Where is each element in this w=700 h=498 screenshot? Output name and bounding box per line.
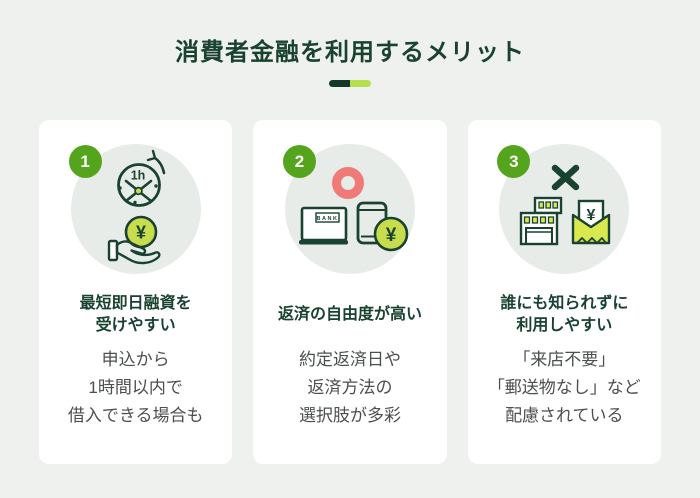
coin-yen-label: ¥ [386,225,397,246]
coin-yen-label: ¥ [136,223,146,243]
card-1-title: 最短即日融資を 受けやすい [79,294,192,334]
bank-atm-icon: BANK [298,206,348,245]
divider-dark-segment [329,80,350,87]
number-3-badge: 3 [497,145,531,178]
card-3-illustration: 3 [497,144,630,274]
cross-icon [552,164,580,191]
hand-coin-icon: ¥ [107,215,161,265]
ok-ring-icon [331,167,364,199]
card-1-icons: 1h ¥ [107,149,165,265]
merit-cards: 1 1h ¥ [0,120,700,464]
envelope-money-icon: ¥ [572,199,611,245]
card-1-illustration: 1 1h ¥ [68,144,201,274]
building-icon [520,196,563,246]
number-1-badge: 1 [68,145,102,178]
merit-card-3: 3 [467,120,661,464]
merit-card-2: 2 BANK ¥ 返済の自由度 [253,120,447,464]
smartphone-coin-icon: ¥ [356,201,409,252]
number-2-badge: 2 [282,145,316,178]
card-2-body: 約定返済日や 返済方法の 選択肢が多彩 [298,350,401,425]
envelope-yen-label: ¥ [587,207,596,224]
clock-label: 1h [130,169,145,183]
header: 消費者金融を利用するメリット [0,0,700,87]
divider-light-segment [350,80,371,87]
card-2-illustration: 2 BANK ¥ [282,144,415,274]
merit-card-1: 1 1h ¥ [39,120,233,464]
card-3-body: 「来店不要」 「郵送物なし」など 配慮されている [487,350,641,425]
card-1-body: 申込から 1時間以内で 借入できる場合も [67,350,204,425]
bank-label: BANK [317,216,339,222]
card-2-title: 返済の自由度が高い [277,305,422,323]
title-divider [329,80,371,87]
page-title: 消費者金融を利用するメリット [175,39,525,66]
card-3-title: 誰にも知られずに 利用しやすい [500,294,629,334]
card-2-icons: BANK ¥ [298,167,409,252]
clock-1h-icon: 1h [116,149,165,207]
card-3-icons: ¥ [520,164,611,246]
